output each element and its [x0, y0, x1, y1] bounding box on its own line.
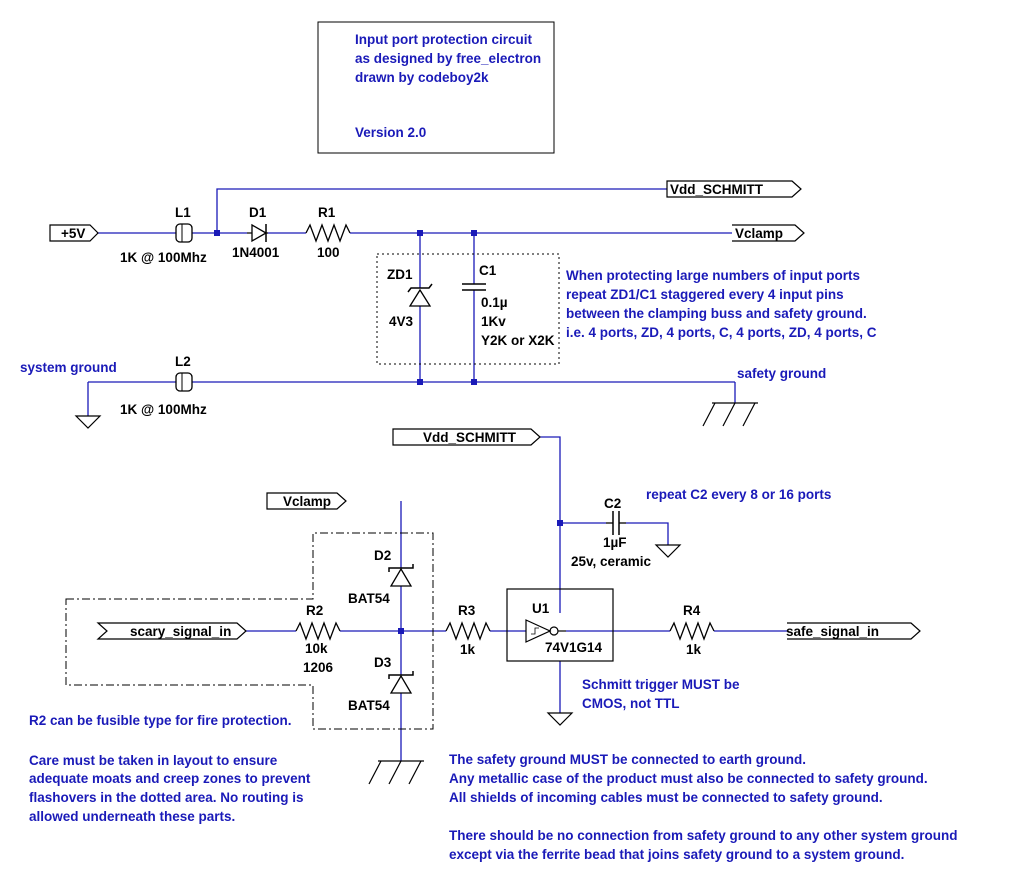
note-zd-c-line-2: repeat ZD1/C1 staggered every 4 input pi…	[566, 287, 844, 302]
d1-ref: D1	[249, 205, 267, 220]
c1-ref: C1	[479, 263, 497, 278]
note-c2-repeat: repeat C2 every 8 or 16 ports	[646, 487, 831, 502]
note-safety-line-2: Any metallic case of the product must al…	[449, 771, 928, 786]
r1-value: 100	[317, 245, 340, 260]
r2-value-2: 1206	[303, 660, 334, 675]
c2-ground-symbol	[654, 544, 682, 558]
note-zd-c-line-1: When protecting large numbers of input p…	[566, 268, 860, 283]
note-layout-line-1: Care must be taken in layout to ensure	[29, 753, 278, 768]
r2-resistor: R2 10k 1206	[295, 603, 341, 675]
bottom-junctions	[398, 520, 563, 634]
title-version: Version 2.0	[355, 125, 426, 140]
top-wires	[87, 188, 736, 416]
u1-ref: U1	[532, 601, 550, 616]
r3-value: 1k	[460, 642, 476, 657]
note-safety-ground: The safety ground MUST be connected to e…	[449, 752, 928, 805]
note-safety-line-3: All shields of incoming cables must be c…	[449, 790, 883, 805]
r4-value: 1k	[686, 642, 702, 657]
note-no-connection: There should be no connection from safet…	[449, 828, 958, 862]
zd1-c1-dotted-area	[376, 253, 560, 365]
note-zd-c-repeat: When protecting large numbers of input p…	[566, 268, 877, 340]
safety-ground-label: safety ground	[737, 366, 826, 381]
note-layout-line-3: flashovers in the dotted area. No routin…	[29, 790, 304, 805]
safety-ground-symbol-bottom	[368, 760, 424, 785]
c2-capacitor: C2 1µF 25v, ceramic	[571, 496, 652, 569]
r3-resistor: R3 1k	[445, 603, 491, 657]
l1-ferrite-bead: L1 1K @ 100Mhz	[120, 205, 207, 265]
note-schmitt-line-2: CMOS, not TTL	[582, 696, 679, 711]
l2-value: 1K @ 100Mhz	[120, 402, 207, 417]
u1-ground-symbol	[546, 712, 574, 726]
note-r2-fusible: R2 can be fusible type for fire protecti…	[29, 713, 292, 728]
scary-signal-in-port: scary_signal_in	[96, 622, 247, 640]
r2-value-1: 10k	[305, 641, 328, 656]
u1-schmitt-inverter: U1 74V1G14	[506, 588, 614, 662]
r4-ref: R4	[683, 603, 701, 618]
d1-value: 1N4001	[232, 245, 280, 260]
c2-value-1: 1µF	[603, 535, 627, 550]
vdd-schmitt-u1-label: Vdd_SCHMITT	[423, 430, 517, 445]
vclamp-d2-port: Vclamp	[266, 492, 347, 510]
d2-value: BAT54	[348, 591, 390, 606]
safe-signal-in-label: safe_signal_in	[786, 624, 879, 639]
l2-ferrite-bead: L2 1K @ 100Mhz	[120, 354, 207, 417]
note-no-connection-line-1: There should be no connection from safet…	[449, 828, 958, 843]
scary-signal-in-label: scary_signal_in	[130, 624, 231, 639]
system-ground-symbol	[74, 415, 102, 429]
d2-schottky-diode: D2 BAT54	[348, 548, 414, 606]
r4-resistor: R4 1k	[669, 603, 715, 657]
title-line-1: Input port protection circuit	[355, 32, 532, 47]
vclamp-top-label: Vclamp	[735, 226, 783, 241]
d3-schottky-diode: D3 BAT54	[348, 655, 414, 713]
note-layout-line-4: allowed underneath these parts.	[29, 809, 235, 824]
c2-ref: C2	[604, 496, 621, 511]
r3-ref: R3	[458, 603, 476, 618]
l1-value: 1K @ 100Mhz	[120, 250, 207, 265]
safety-ground-symbol-top	[702, 402, 758, 427]
r1-ref: R1	[318, 205, 336, 220]
note-layout: Care must be taken in layout to ensure a…	[29, 753, 311, 824]
note-layout-line-2: adequate moats and creep zones to preven…	[29, 771, 311, 786]
c1-capacitor: C1 0.1µ 1Kv Y2K or X2K	[462, 263, 555, 348]
protection-dotted-area	[65, 532, 434, 730]
note-no-connection-line-2: except via the ferrite bead that joins s…	[449, 847, 904, 862]
note-zd-c-line-4: i.e. 4 ports, ZD, 4 ports, C, 4 ports, Z…	[566, 325, 877, 340]
note-schmitt: Schmitt trigger MUST be CMOS, not TTL	[582, 677, 740, 711]
plus5v-port: +5V	[49, 224, 99, 242]
title-line-2: as designed by free_electron	[355, 51, 541, 66]
d2-ref: D2	[374, 548, 391, 563]
zd1-value: 4V3	[389, 314, 414, 329]
note-schmitt-line-1: Schmitt trigger MUST be	[582, 677, 740, 692]
d3-value: BAT54	[348, 698, 390, 713]
plus5v-label: +5V	[61, 226, 85, 241]
u1-value: 74V1G14	[545, 640, 603, 655]
note-zd-c-line-3: between the clamping buss and safety gro…	[566, 306, 867, 321]
c1-value-3: Y2K or X2K	[481, 333, 555, 348]
vdd-schmitt-top-port: Vdd_SCHMITT	[666, 180, 802, 198]
top-junctions	[214, 230, 477, 385]
r2-ref: R2	[306, 603, 323, 618]
title-box: Input port protection circuit as designe…	[317, 21, 555, 154]
d1-diode: D1 1N4001	[232, 205, 280, 260]
zd1-ref: ZD1	[387, 267, 413, 282]
vdd-schmitt-u1-port: Vdd_SCHMITT	[392, 428, 541, 446]
safe-signal-in-port: safe_signal_in	[786, 622, 921, 640]
c2-value-2: 25v, ceramic	[571, 554, 652, 569]
system-ground-label: system ground	[20, 360, 117, 375]
zd1-zener: ZD1 4V3	[387, 267, 433, 329]
l1-ref: L1	[175, 205, 191, 220]
d3-ref: D3	[374, 655, 392, 670]
note-safety-line-1: The safety ground MUST be connected to e…	[449, 752, 806, 767]
c1-value-2: 1Kv	[481, 314, 506, 329]
c1-value-1: 0.1µ	[481, 295, 508, 310]
vdd-schmitt-top-label: Vdd_SCHMITT	[670, 182, 764, 197]
bottom-wires	[246, 436, 787, 761]
vclamp-top-port: Vclamp	[732, 224, 805, 242]
vclamp-d2-label: Vclamp	[283, 494, 331, 509]
title-line-3: drawn by codeboy2k	[355, 70, 489, 85]
r1-resistor: R1 100	[305, 205, 351, 260]
l2-ref: L2	[175, 354, 191, 369]
